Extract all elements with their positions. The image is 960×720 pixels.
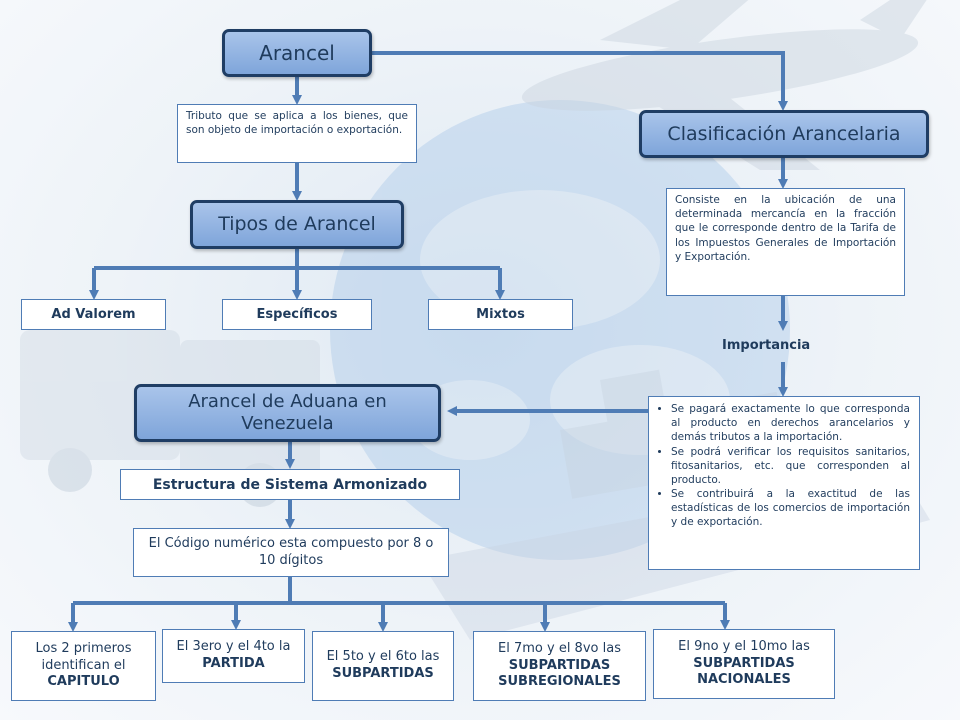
aduana-title-line2: Venezuela bbox=[241, 413, 334, 434]
aduana-node: Arancel de Aduana en Venezuela bbox=[134, 384, 441, 442]
list-item: Se pagará exactamente lo que corresponda… bbox=[671, 402, 910, 445]
arancel-title: Arancel bbox=[259, 41, 335, 65]
arancel-description: Tributo que se aplica a los bienes, que … bbox=[177, 104, 417, 163]
tipos-node: Tipos de Arancel bbox=[190, 200, 404, 249]
leaf-subpartidas: El 5to y el 6to las SUBPARTIDAS bbox=[312, 631, 454, 701]
leaf-subpartidas-nacionales: El 9no y el 10mo las SUBPARTIDAS NACIONA… bbox=[653, 629, 835, 699]
clasificacion-title: Clasificación Arancelaria bbox=[667, 122, 901, 145]
codigo-node: El Código numérico esta compuesto por 8 … bbox=[133, 528, 449, 577]
arrow-down-icon bbox=[372, 51, 788, 111]
especificos-node: Específicos bbox=[222, 299, 372, 330]
importancia-list: Se pagará exactamente lo que corresponda… bbox=[648, 396, 920, 570]
mixtos-node: Mixtos bbox=[428, 299, 573, 330]
list-item: Se podrá verificar los requisitos sanita… bbox=[671, 445, 910, 488]
list-item: Se contribuirá a la exactitud de las est… bbox=[671, 487, 910, 530]
leaf-subpartidas-subregionales: El 7mo y el 8vo las SUBPARTIDAS SUBREGIO… bbox=[473, 631, 646, 701]
ad-valorem-node: Ad Valorem bbox=[21, 299, 166, 330]
importancia-label: Importancia bbox=[722, 338, 811, 353]
tipos-title: Tipos de Arancel bbox=[218, 213, 376, 236]
aduana-title-line1: Arancel de Aduana en bbox=[188, 391, 387, 413]
clasificacion-description: Consiste en la ubicación de una determin… bbox=[666, 188, 905, 296]
estructura-node: Estructura de Sistema Armonizado bbox=[120, 469, 460, 500]
leaf-partida: El 3ero y el 4to la PARTIDA bbox=[162, 629, 305, 683]
clasificacion-node: Clasificación Arancelaria bbox=[639, 110, 929, 158]
leaf-capitulo: Los 2 primeros identifican el CAPITULO bbox=[11, 631, 156, 701]
arancel-node: Arancel bbox=[222, 29, 372, 77]
